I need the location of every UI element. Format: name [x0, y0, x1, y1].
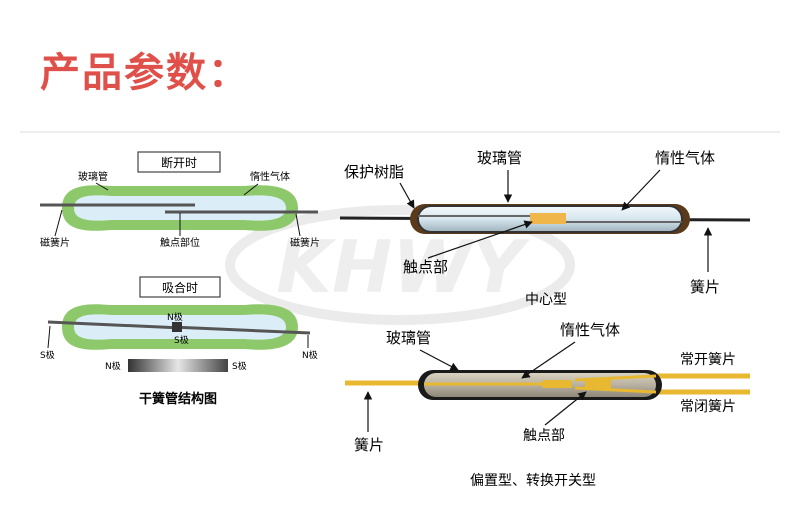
closed-state-diagram: 吸合时 N极 S极 S极 N极 N极 S极 干簧管结构图	[40, 276, 318, 407]
open-glass-inner	[74, 195, 286, 221]
bias-type-diagram: 玻璃管 惰性气体 常开簧片 常闭簧片 簧片 触点部 偏置型、转换开关型	[345, 321, 750, 489]
closed-s-pole: S极	[174, 334, 189, 346]
bias-glass-label: 玻璃管	[386, 329, 431, 347]
center-gas-label: 惰性气体	[655, 149, 715, 167]
watermark: KHWY	[225, 205, 575, 325]
bias-no-label: 常开簧片	[680, 352, 736, 368]
closed-reed-right	[171, 325, 311, 335]
bias-contact-label: 触点部	[523, 428, 565, 444]
open-glass-label: 玻璃管	[78, 170, 108, 183]
bias-reed-label: 簧片	[354, 436, 384, 454]
open-contact-label: 触点部位	[160, 236, 200, 249]
center-reed-label: 簧片	[690, 278, 720, 296]
closed-n-pole: N极	[167, 311, 183, 323]
open-caption-box	[137, 151, 221, 173]
magnet-right-label: S极	[232, 360, 247, 372]
closed-right-pole: N极	[302, 349, 318, 361]
center-contact	[530, 213, 566, 224]
watermark-text: KHWY	[276, 225, 530, 309]
open-reed-left-label: 磁簧片	[40, 236, 70, 249]
closed-caption-box	[139, 276, 221, 298]
magnet-left-label: N极	[105, 360, 121, 372]
magnet-bar	[128, 359, 228, 372]
open-state-diagram: 断开时 玻璃管 惰性气体 磁簧片 磁簧片 触点部位	[40, 151, 320, 249]
open-reed-right-label: 磁簧片	[290, 236, 320, 249]
center-resin-label: 保护树脂	[344, 163, 404, 181]
open-gas-label: 惰性气体	[250, 170, 290, 183]
center-type-diagram: 保护树脂 玻璃管 惰性气体 触点部 簧片 中心型	[339, 149, 751, 308]
closed-reed-left	[47, 320, 183, 330]
center-glass-label: 玻璃管	[477, 149, 522, 167]
bias-type-label: 偏置型、转换开关型	[470, 472, 596, 489]
center-contact-label: 触点部	[403, 258, 448, 276]
closed-left-pole: S极	[40, 349, 55, 361]
bias-gas-label: 惰性气体	[560, 321, 620, 339]
open-caption: 断开时	[161, 155, 197, 170]
center-type-label: 中心型	[525, 292, 567, 308]
page-title: 产品参数：	[40, 50, 250, 96]
structure-caption: 干簧管结构图	[139, 391, 217, 407]
closed-caption: 吸合时	[162, 280, 198, 295]
bias-nc-label: 常闭簧片	[680, 399, 736, 415]
